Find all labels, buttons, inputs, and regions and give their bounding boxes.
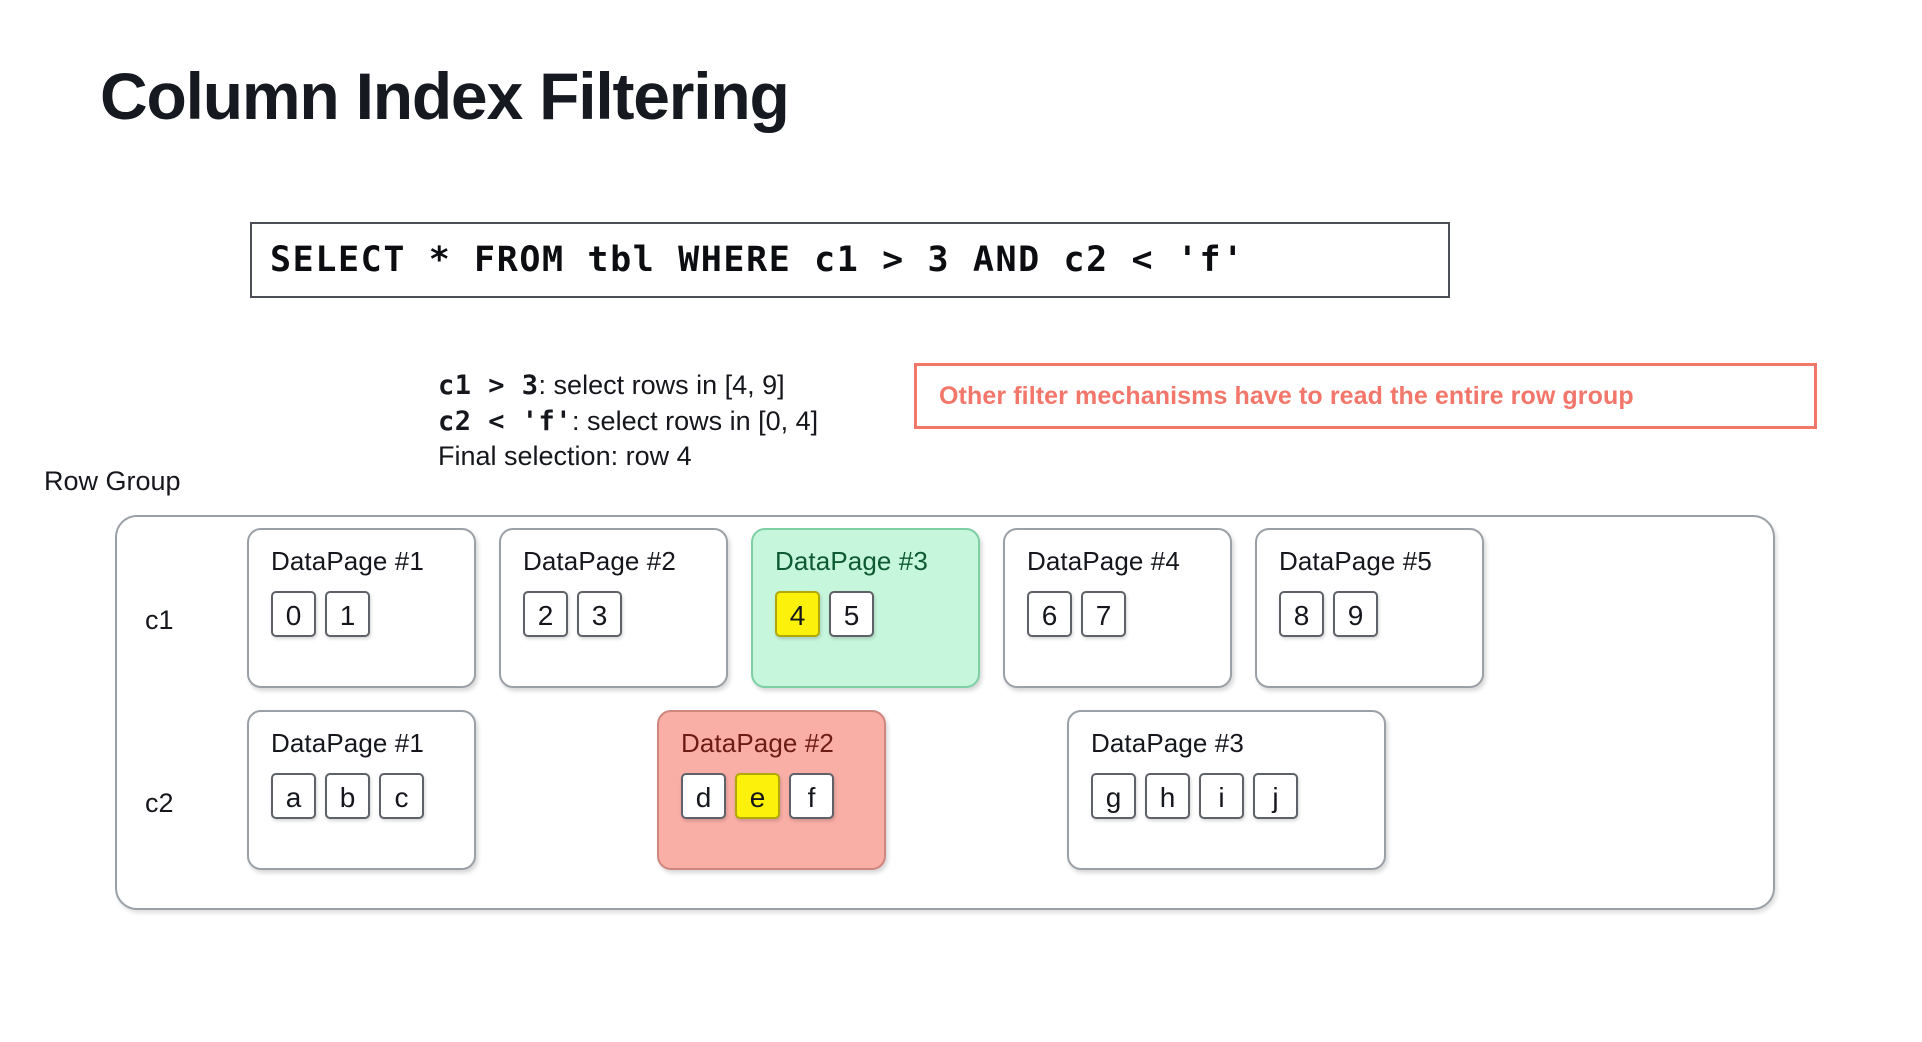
data-cell[interactable]: f (789, 773, 834, 819)
datapage-title: DataPage #4 (1027, 546, 1180, 576)
datapage-title: DataPage #5 (1279, 546, 1432, 576)
datapage-title: DataPage #1 (271, 728, 424, 758)
filter-note-line-1: c1 > 3: select rows in [4, 9] (438, 368, 818, 404)
data-cell[interactable]: 1 (325, 591, 370, 637)
filter-note-1-code: c1 > 3 (438, 370, 539, 401)
data-cell[interactable]: 8 (1279, 591, 1324, 637)
data-cell[interactable]: 9 (1333, 591, 1378, 637)
sql-query-text: SELECT * FROM tbl WHERE c1 > 3 AND c2 < … (270, 240, 1245, 280)
data-cell[interactable]: 2 (523, 591, 568, 637)
data-cell-selected[interactable]: 4 (775, 591, 820, 637)
data-cell[interactable]: d (681, 773, 726, 819)
callout-box: Other filter mechanisms have to read the… (914, 363, 1817, 429)
filter-note-1-text: : select rows in [4, 9] (538, 370, 785, 400)
column-label-c2: c2 (145, 788, 174, 818)
data-cell[interactable]: 3 (577, 591, 622, 637)
column-label-c1: c1 (145, 605, 174, 635)
row-group-label: Row Group (44, 466, 181, 496)
datapage-title: DataPage #3 (775, 546, 928, 576)
data-cell[interactable]: 5 (829, 591, 874, 637)
filter-note-line-3: Final selection: row 4 (438, 441, 692, 472)
data-cell[interactable]: i (1199, 773, 1244, 819)
datapage-title: DataPage #2 (523, 546, 676, 576)
data-cell[interactable]: j (1253, 773, 1298, 819)
page-title: Column Index Filtering (100, 59, 790, 133)
filter-note-2-code: c2 < 'f' (438, 405, 573, 437)
data-cell-selected[interactable]: e (735, 773, 780, 819)
datapage-title: DataPage #2 (681, 728, 834, 758)
data-cell[interactable]: 7 (1081, 591, 1126, 637)
data-cell[interactable]: 0 (271, 591, 316, 637)
data-cell[interactable]: c (379, 773, 424, 819)
filter-notes: c1 > 3: select rows in [4, 9] c2 < 'f': … (438, 368, 818, 475)
datapage-title: DataPage #1 (271, 546, 424, 576)
data-cell[interactable]: a (271, 773, 316, 819)
callout-text: Other filter mechanisms have to read the… (939, 381, 1634, 410)
sql-query-box: SELECT * FROM tbl WHERE c1 > 3 AND c2 < … (250, 222, 1450, 298)
data-cell[interactable]: g (1091, 773, 1136, 819)
data-cell[interactable]: 6 (1027, 591, 1072, 637)
datapage-title: DataPage #3 (1091, 728, 1244, 758)
filter-note-line-2: c2 < 'f': select rows in [0, 4] (438, 404, 818, 440)
data-cell[interactable]: h (1145, 773, 1190, 819)
data-cell[interactable]: b (325, 773, 370, 819)
filter-note-2-text: : select rows in [0, 4] (572, 405, 819, 436)
